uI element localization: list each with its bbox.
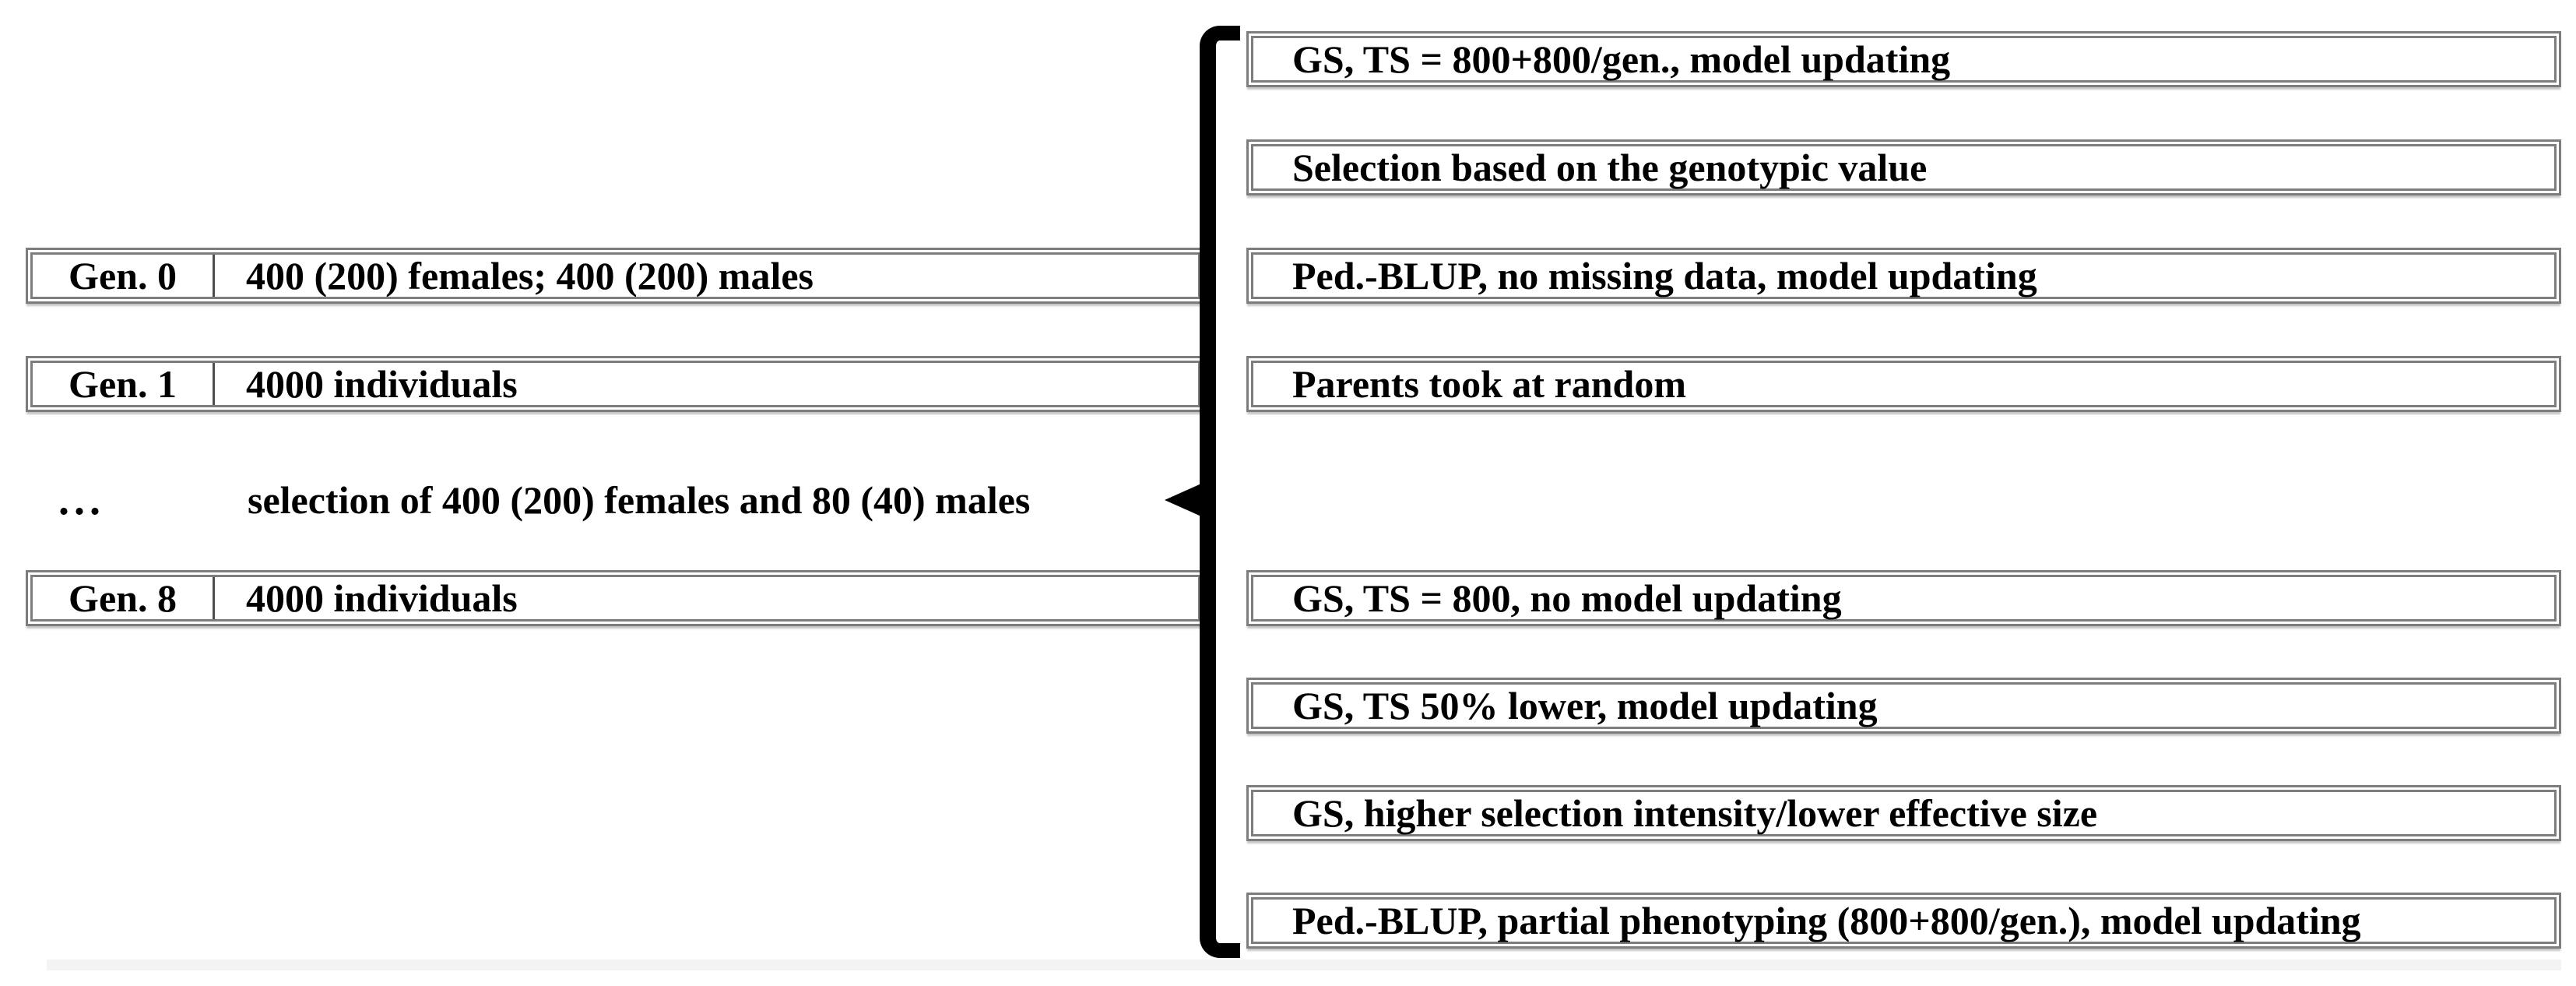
scenario-label: GS, higher selection intensity/lower eff… bbox=[1292, 791, 2098, 835]
generation-label: Gen. 0 bbox=[69, 254, 177, 298]
generation-box-0: Gen. 0 400 (200) females; 400 (200) male… bbox=[26, 248, 1205, 304]
scenario-box-genotypic-value: Selection based on the genotypic value bbox=[1246, 139, 2561, 195]
scenario-label: GS, TS = 800, no model updating bbox=[1292, 576, 1842, 620]
ellipsis-text: ... bbox=[58, 476, 105, 524]
scenario-box-ped-blup-no-missing: Ped.-BLUP, no missing data, model updati… bbox=[1246, 248, 2561, 304]
scenario-label: GS, TS = 800+800/gen., model updating bbox=[1292, 37, 1951, 81]
scenario-box-parents-random: Parents took at random bbox=[1246, 356, 2561, 412]
generation-label: Gen. 8 bbox=[69, 576, 177, 620]
generation-box-1: Gen. 1 4000 individuals bbox=[26, 356, 1205, 412]
generation-box-8: Gen. 8 4000 individuals bbox=[26, 570, 1205, 626]
generation-value: 4000 individuals bbox=[213, 363, 1198, 405]
scenario-box-ped-blup-partial-phenotyping: Ped.-BLUP, partial phenotyping (800+800/… bbox=[1246, 893, 2561, 949]
scenario-label: Ped.-BLUP, no missing data, model updati… bbox=[1292, 254, 2037, 298]
scenario-box-gs-ts-800-800: GS, TS = 800+800/gen., model updating bbox=[1246, 31, 2561, 87]
curly-brace bbox=[1200, 26, 1240, 958]
selection-rule-text: selection of 400 (200) females and 80 (4… bbox=[248, 478, 1031, 522]
scenario-label: Ped.-BLUP, partial phenotyping (800+800/… bbox=[1292, 899, 2361, 942]
generation-value: 400 (200) females; 400 (200) males bbox=[213, 255, 1198, 297]
scenario-label: Selection based on the genotypic value bbox=[1292, 146, 1928, 189]
generation-value: 4000 individuals bbox=[213, 577, 1198, 619]
scenario-box-gs-ts-800-no-update: GS, TS = 800, no model updating bbox=[1246, 570, 2561, 626]
scenario-label: GS, TS 50% lower, model updating bbox=[1292, 684, 1878, 727]
scenario-box-gs-ts-50-lower: GS, TS 50% lower, model updating bbox=[1246, 678, 2561, 734]
generation-label: Gen. 1 bbox=[69, 362, 177, 406]
scenario-box-gs-higher-intensity: GS, higher selection intensity/lower eff… bbox=[1246, 785, 2561, 841]
scenario-label: Parents took at random bbox=[1292, 362, 1687, 406]
bottom-artifact-strip bbox=[47, 960, 2561, 970]
curly-brace-pointer bbox=[1165, 484, 1201, 516]
